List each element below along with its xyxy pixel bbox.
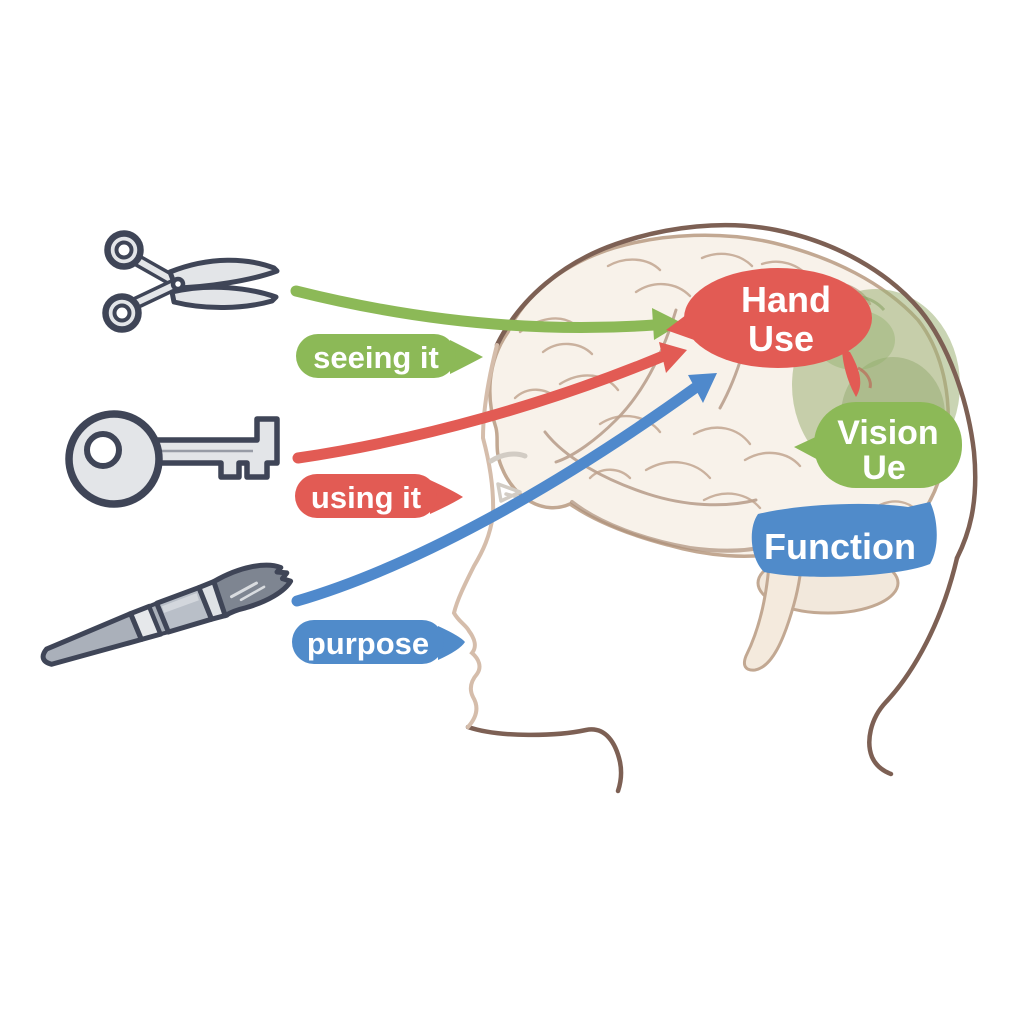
using-it-bubble: using it — [295, 474, 463, 518]
skull-outline — [494, 222, 978, 561]
using-arrow — [292, 342, 687, 464]
brain-bottom-shade — [570, 500, 770, 553]
head-profile — [451, 222, 978, 794]
neck-back-line — [867, 555, 960, 777]
key-icon — [65, 410, 280, 508]
hand-use-label-line1: Hand — [741, 279, 831, 320]
function-label: Function — [764, 526, 916, 567]
purpose-label: purpose — [307, 626, 429, 661]
eyebrow-sketch — [488, 451, 528, 464]
hand-use-bubble: Hand Use — [666, 268, 872, 397]
seeing-it-label: seeing it — [313, 340, 439, 375]
eye-sketch — [496, 482, 522, 503]
jaw-line — [465, 724, 624, 794]
vision-label-line2: Ue — [862, 449, 905, 487]
hand-use-label-line2: Use — [748, 318, 814, 359]
purpose-bubble: purpose — [292, 620, 465, 664]
function-bubble: Function — [751, 502, 937, 577]
purpose-arrow — [291, 373, 717, 607]
seeing-arrow — [290, 285, 682, 340]
scissors-icon — [102, 230, 280, 333]
face-profile-line — [451, 343, 499, 729]
vision-label-line1: Vision — [837, 414, 938, 452]
seeing-it-bubble: seeing it — [296, 334, 483, 378]
using-it-label: using it — [311, 480, 421, 515]
vision-bubble: Vision Ue — [794, 402, 962, 488]
pathway-arrows — [290, 285, 717, 607]
paintbrush-icon — [40, 562, 294, 667]
brainstem — [742, 548, 804, 672]
